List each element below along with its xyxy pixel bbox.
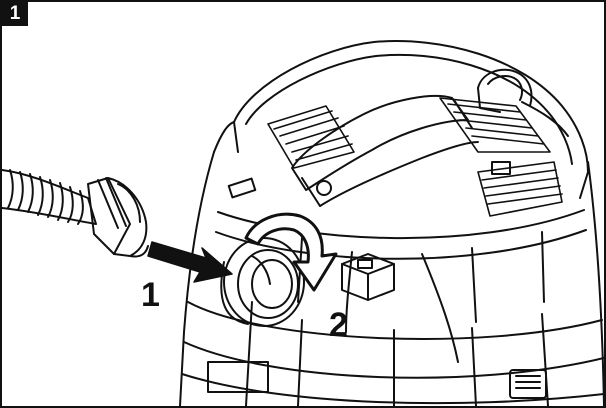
step-number-badge: 1 [2, 2, 28, 26]
vacuum-head [213, 40, 589, 363]
hose-inlet-port [220, 237, 305, 327]
carry-handle [227, 95, 511, 207]
cord-hook [477, 68, 569, 137]
vacuum-hose-icon [2, 169, 149, 258]
rotate-arrow-icon [244, 212, 338, 292]
vacuum-body-icon [179, 151, 604, 406]
push-arrow-icon [147, 241, 233, 283]
callout-label-push: 1 [141, 276, 160, 314]
power-switch [341, 253, 395, 301]
top-grille [267, 97, 563, 217]
callout-label-rotate: 2 [329, 306, 348, 344]
